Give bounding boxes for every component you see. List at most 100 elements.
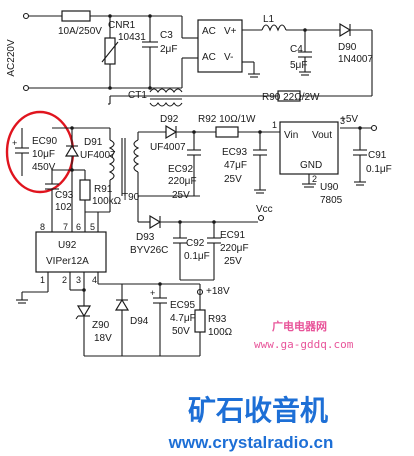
c93-value: 102 (55, 202, 72, 213)
u92-pin7: 7 (63, 222, 68, 232)
ec90-voltage: 450V (32, 162, 56, 173)
ec91-name: EC91 (220, 230, 245, 241)
varistor-cnr1 (104, 37, 116, 65)
ec90-name: EC90 (32, 136, 57, 147)
secondary-section: D92 UF4007 R92 10Ω/1W EC92 220μF 25V EC9… (133, 114, 280, 201)
vcc-section: Vcc D93 BYV26C C92 0.1μF EC91 220μF 25V (130, 196, 273, 281)
output-18v-section: + EC95 4.7μF 50V +18V R93 100Ω (122, 282, 233, 356)
d93-value: BYV26C (130, 245, 168, 256)
brand-url: www.crystalradio.cn (168, 433, 334, 452)
u90-pin1: 1 (272, 120, 277, 130)
ec95-value: 4.7μF (170, 313, 196, 324)
ec90-plus: + (12, 138, 17, 148)
c4-name: C4 (290, 44, 303, 55)
fuse (61, 10, 91, 22)
brand-name: 矿石收音机 (188, 394, 328, 427)
u92-pin8: 8 (40, 222, 45, 232)
brand-footer: 矿石收音机 www.crystalradio.cn (168, 394, 334, 452)
ec92-value: 220μF (168, 176, 197, 187)
fuse-label: 10A/250V (58, 26, 102, 37)
u90-name: U90 (320, 182, 339, 193)
u90-vout: Vout (312, 130, 332, 141)
c91-name: C91 (368, 150, 387, 161)
cnr1-name: CNR1 (108, 20, 136, 31)
bridge-rectifier (197, 19, 243, 73)
rail-5v: R90 22Ω/2W +5V (108, 90, 378, 132)
ec93-name: EC93 (222, 147, 247, 158)
t90-label: T90 (122, 192, 140, 203)
d90-name: D90 (338, 42, 357, 53)
u92-value: VIPer12A (46, 256, 89, 267)
transformer-t90-primary (108, 139, 115, 181)
ec93-voltage: 25V (224, 174, 242, 185)
r92-label: R92 10Ω/1W (198, 114, 256, 125)
bridge-vminus: V- (224, 52, 233, 63)
z90-value: 18V (94, 333, 112, 344)
watermark-site-cn: 广电电器网 (272, 319, 327, 333)
d91-value: UF4007 (80, 150, 116, 161)
u92-box (35, 231, 107, 273)
c92-value: 0.1μF (184, 251, 210, 262)
ec91-voltage: 25V (224, 256, 242, 267)
bridge-vplus: V+ (224, 26, 237, 37)
plus-5v-label: +5V (340, 114, 358, 125)
diode-d91 (64, 144, 80, 157)
r93-value: 100Ω (208, 327, 233, 338)
d94-label: D94 (130, 316, 149, 327)
r91-name: R91 (94, 184, 113, 195)
ac-input-section: AC220V 10A/250V CNR1 10431 C3 2μF (6, 10, 373, 107)
ec92-name: EC92 (168, 164, 193, 175)
c4-value: 5μF (290, 60, 307, 71)
resistor-r92 (215, 126, 239, 138)
primary-section: D91 UF4007 C93 102 R91 100kΩ T90 (45, 126, 140, 213)
diode-d93 (149, 214, 162, 230)
d91-name: D91 (84, 137, 103, 148)
u90-gnd: GND (300, 160, 322, 171)
u92-pin6: 6 (76, 222, 81, 232)
controller-u92: 8 7 6 5 U92 VIPer12A 1 2 3 4 Z90 18V (16, 200, 200, 357)
ec91-value: 220μF (220, 243, 249, 254)
z90-name: Z90 (92, 320, 110, 331)
u90-pin2: 2 (312, 174, 317, 184)
l1-label: L1 (263, 14, 275, 25)
c93-name: C93 (55, 190, 74, 201)
ec95-name: EC95 (170, 300, 195, 311)
ec93-value: 47μF (224, 160, 247, 171)
c91-value: 0.1μF (366, 164, 392, 175)
d92-value: UF4007 (150, 142, 186, 153)
u92-pin4: 4 (92, 275, 97, 285)
resistor-r93 (194, 309, 206, 333)
diode-d92 (165, 124, 178, 140)
u92-name: U92 (58, 240, 77, 251)
resistor-r91 (79, 179, 91, 201)
inductor-l1 (261, 24, 287, 32)
ec90-group: + EC90 10μF 450V (5, 110, 75, 194)
ec95-voltage: 50V (172, 326, 190, 337)
u90-pin3: 3 (340, 116, 345, 126)
u92-pin5: 5 (90, 222, 95, 232)
ac-terminal-top (22, 12, 30, 20)
diode-d94 (114, 298, 130, 311)
ac-label: AC220V (6, 39, 17, 77)
ac-terminal-bottom (22, 84, 30, 92)
u90-vin: Vin (284, 130, 298, 141)
watermark: 广电电器网 www.ga-gddq.com (254, 319, 354, 351)
choke-ct1 (149, 88, 183, 93)
regulator-u90: 1 3 Vin Vout GND 2 U90 7805 C91 0.1μF (272, 116, 392, 206)
c3-value: 2μF (160, 44, 177, 55)
ec95-plus: + (150, 288, 155, 298)
c92-name: C92 (186, 238, 205, 249)
plus-18v-label: +18V (206, 286, 230, 297)
u92-pin2: 2 (62, 275, 67, 285)
diode-d90 (339, 22, 352, 38)
bridge-ac1: AC (202, 26, 216, 37)
watermark-site-url: www.ga-gddq.com (254, 338, 354, 351)
zener-z90 (76, 305, 92, 318)
bridge-ac2: AC (202, 52, 216, 63)
vcc-label: Vcc (256, 204, 273, 215)
u92-pin1: 1 (40, 275, 45, 285)
c3-name: C3 (160, 30, 173, 41)
r90-label: R90 22Ω/2W (262, 92, 320, 103)
